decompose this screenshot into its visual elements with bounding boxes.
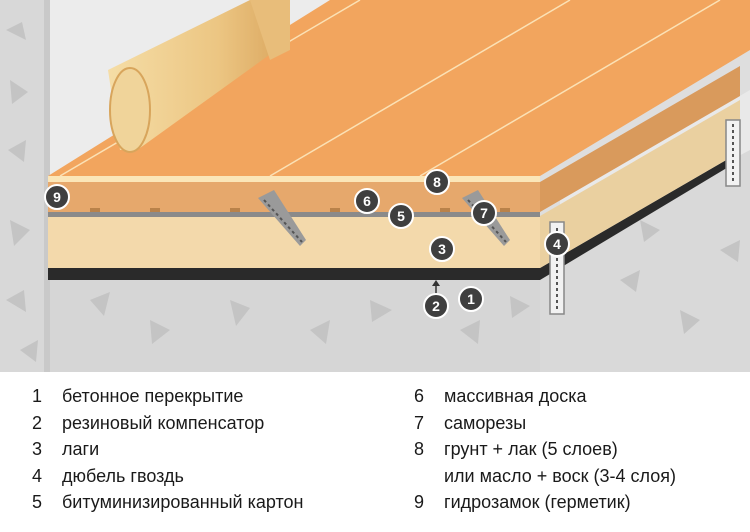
marker-5: 5 (388, 203, 414, 229)
left-wall-face (44, 0, 50, 372)
legend: 1 бетонное перекрытие 2 резиновый компенса… (0, 376, 750, 532)
legend-number: 1 (32, 386, 43, 406)
marker-2: 2 (423, 293, 449, 319)
legend-text: лаги (62, 439, 100, 459)
marker-7: 7 (471, 200, 497, 226)
legend-text: битуминизированный картон (62, 492, 304, 512)
baseboard (108, 0, 290, 153)
screw-left (258, 190, 306, 246)
bitumen-cardboard (48, 212, 540, 217)
svg-text:2: 2 (432, 298, 440, 314)
marker-8: 8 (424, 169, 450, 195)
svg-text:4: 4 (553, 236, 561, 252)
floor-top-surface (48, 0, 750, 176)
legend-number: 5 (32, 492, 43, 512)
svg-text:9: 9 (53, 189, 61, 205)
legend-text: гидрозамок (герметик) (444, 492, 631, 512)
left-wall (0, 0, 48, 372)
board-side (540, 66, 740, 212)
legend-number: 3 (32, 439, 43, 459)
legend-number: 4 (32, 465, 43, 486)
legend-number: 2 (32, 412, 43, 433)
svg-text:1: 1 (467, 291, 475, 307)
concrete-texture (6, 22, 740, 362)
marker-1: 1 (458, 286, 484, 312)
legend-number: 7 (414, 412, 425, 433)
concrete-slab (48, 280, 540, 372)
legend-number: 6 (414, 386, 425, 406)
legend-text: саморезы (444, 412, 527, 433)
legend-text: бетонное перекрытие (62, 386, 244, 406)
board-grooves (90, 208, 510, 212)
legend-text: или масло + воск (3-4 слоя) (444, 465, 676, 486)
marker-9: 9 (44, 184, 70, 210)
svg-text:7: 7 (480, 205, 488, 221)
floor-construction-diagram: 1 2 3 4 5 6 7 8 9 (0, 0, 750, 372)
lacquer-layer (48, 176, 540, 182)
legend-text: дюбель гвоздь (62, 465, 184, 486)
marker-6: 6 (354, 188, 380, 214)
marker-3: 3 (429, 236, 455, 262)
svg-text:8: 8 (433, 174, 441, 190)
svg-text:3: 3 (438, 241, 446, 257)
svg-text:5: 5 (397, 208, 405, 224)
joist-layer-side (540, 100, 740, 268)
board-front (48, 182, 540, 212)
dowel-nail-back (725, 119, 741, 187)
legend-text: массивная доска (444, 386, 587, 406)
legend-number: 9 (414, 492, 425, 512)
marker-4: 4 (544, 231, 570, 257)
joist-layer-front (48, 216, 540, 268)
legend-text: резиновый компенсатор (62, 412, 265, 433)
svg-text:6: 6 (363, 193, 371, 209)
legend-text: грунт + лак (5 слоев) (444, 439, 618, 459)
legend-number: 8 (414, 439, 425, 459)
